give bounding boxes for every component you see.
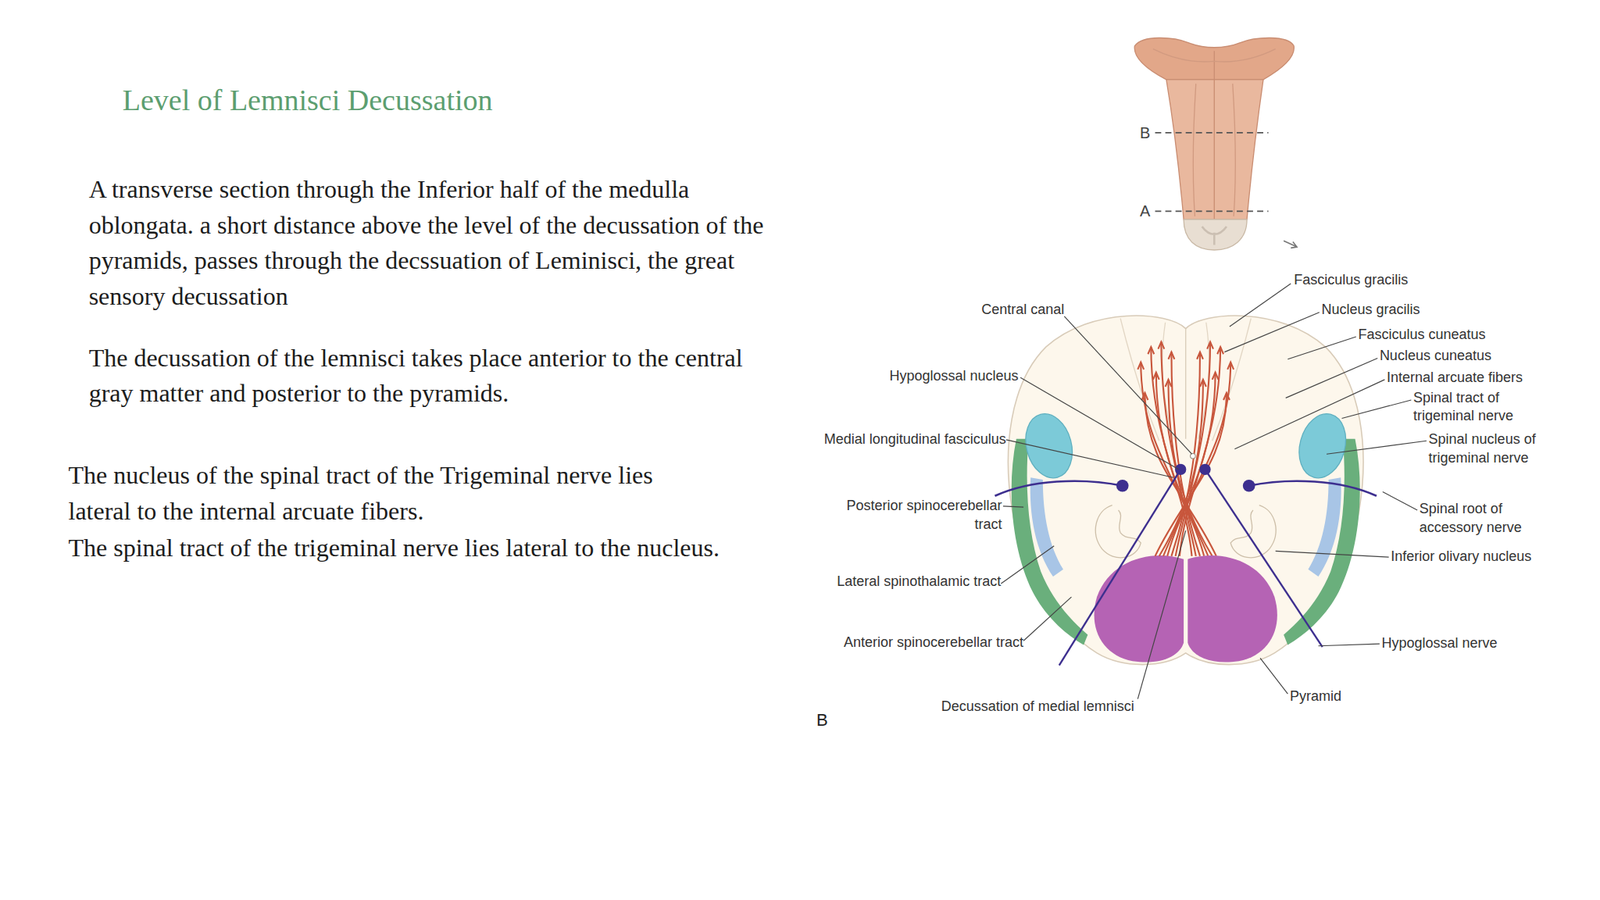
structure-label: Medial longitudinal fasciculus [824,430,1007,450]
leader-line [1287,336,1357,360]
hypoglossal-nerve-line [1059,469,1181,666]
leader-line [1275,550,1390,558]
leader-line [1000,546,1054,584]
body-text: The nucleus of the spinal tract of the T… [68,457,683,529]
structure-label: Spinal root of accessory nerve [1419,500,1529,537]
trigeminal-nucleus [1018,408,1079,484]
section-level-line [1155,132,1269,134]
body-text: The spinal tract of the trigeminal nerve… [68,530,765,567]
hypoglossal-nucleus-dot [1199,464,1211,475]
leader-line [1382,492,1418,511]
section-half-detail [994,318,1216,663]
leader-line [1229,283,1291,327]
leader-lines [1000,283,1427,700]
structure-label: Central canal [981,300,1065,320]
structure-label: Inferior olivary nucleus [1390,547,1532,567]
section-half-mirror [1155,318,1377,663]
leader-line [1260,657,1288,694]
structure-label: Anterior spinocerebellar tract [843,633,1024,653]
median-fissure [1214,50,1215,220]
fiber-tips [1137,342,1175,400]
structure-label: Hypoglossal nucleus [889,367,1018,386]
pointer-arrow [1283,240,1297,248]
leader-line [1064,316,1192,454]
pyramid-shape [1094,555,1185,663]
leader-line [1318,643,1380,647]
structure-label: Fasciculus gracilis [1293,271,1408,290]
spinothalamic-band [1030,477,1064,577]
leader-line [1285,357,1379,398]
panel-letter: B [816,710,829,731]
structure-label: Spinal nucleus of trigeminal nerve [1428,430,1548,468]
structure-label: Nucleus cuneatus [1379,346,1492,366]
olivary-outline [1095,505,1141,558]
accessory-nucleus [1116,479,1129,493]
slide-title: Level of Lemnisci Decussation [122,81,493,119]
structure-label: Lateral spinothalamic tract [836,572,1001,592]
leader-line [1234,379,1385,450]
pyramid-outline [1192,83,1236,217]
leader-line [1137,530,1186,700]
body-text: A transverse section through the Inferio… [89,171,777,315]
leader-line [1020,377,1179,470]
pons-fibers [1153,49,1276,62]
structure-label: Nucleus gracilis [1321,300,1420,320]
structure-label: Fasciculus cuneatus [1357,325,1486,345]
structure-label: Decussation of medial lemnisci [941,697,1135,717]
section-level-letter: A [1139,201,1150,221]
section-level-line [1155,210,1269,212]
body-text: The decussation of the lemnisci takes pl… [89,340,769,412]
leader-line [1023,596,1072,641]
leader-line [1224,312,1319,353]
structure-label: Hypoglossal nerve [1381,634,1497,654]
structure-label: Pyramid [1289,687,1342,707]
leader-line [1003,506,1024,508]
spinal-cord-section [1183,219,1247,250]
central-canal [1190,453,1197,460]
leader-line [1342,400,1412,419]
leader-line [1006,439,1174,478]
leader-line [1326,440,1427,454]
posterior-median-sulcus [1185,328,1186,440]
structure-label: Internal arcuate fibers [1386,368,1523,388]
structure-label: Posterior spinocerebellar tract [838,496,1003,534]
hypoglossal-nerve-line [1205,469,1323,647]
accessory-root [994,481,1122,497]
section-level-letter: B [1139,123,1150,143]
structure-label: Spinal tract of trigeminal nerve [1413,389,1519,426]
hypoglossal-nucleus-dot [1175,464,1186,475]
gray-matter [1202,226,1227,246]
